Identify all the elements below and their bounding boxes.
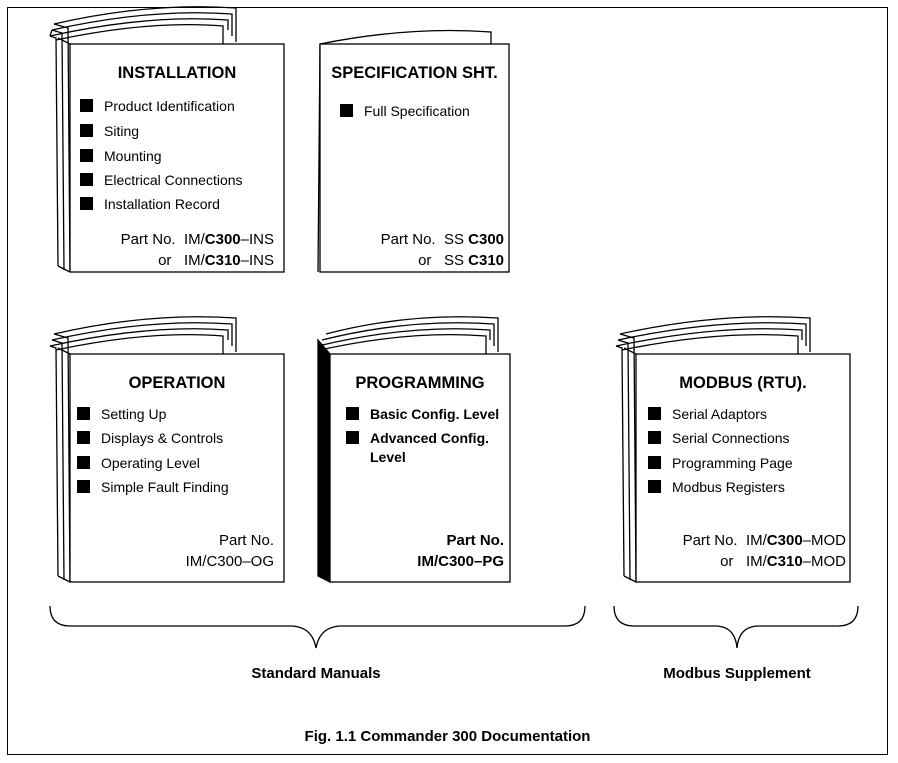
operation-item: Simple Fault Finding [77,479,229,495]
bullet-icon [340,104,353,117]
installation-item: Mounting [80,148,162,164]
operation-item: Operating Level [77,455,200,471]
bullet-icon [648,431,661,444]
operation-part-number: Part No. IM/C300–OG [185,532,274,570]
bullet-icon [648,456,661,469]
bullet-icon [80,149,93,162]
bullet-icon [80,99,93,112]
modbus-item: Serial Adaptors [648,406,767,422]
programming-item-continued: Level [370,449,406,465]
operation-item: Setting Up [77,406,166,422]
specification-book-icon [317,29,510,273]
installation-title: INSTALLATION [117,64,237,82]
programming-title: PROGRAMMING [355,374,485,392]
standard-manuals-brace [49,605,586,649]
installation-item: Product Identification [80,98,235,114]
installation-book-icon [49,6,285,273]
bullet-icon [346,431,359,444]
modbus-book-icon [615,316,851,583]
modbus-supplement-label: Modbus Supplement [663,665,811,682]
modbus-supplement-brace [613,605,859,649]
modbus-item: Serial Connections [648,430,790,446]
bullet-icon [77,480,90,493]
specification-item: Full Specification [340,103,470,119]
programming-part-number: Part No. IM/C300–PG [417,532,504,570]
modbus-part-number: Part No. IM/C300–MOD or IM/C310–MOD [682,532,846,570]
operation-item: Displays & Controls [77,430,223,446]
bullet-icon [346,407,359,420]
bullet-icon [80,124,93,137]
figure-caption: Fig. 1.1 Commander 300 Documentation [304,728,591,745]
modbus-title: MODBUS (RTU). [679,374,807,392]
programming-item: Advanced Config. [346,430,489,446]
specification-part-number: Part No. SS C300 or SS C310 [380,231,504,269]
bullet-icon [648,480,661,493]
bullet-icon [77,456,90,469]
programming-item: Basic Config. Level [346,406,499,422]
bullet-icon [80,173,93,186]
figure-frame [7,7,888,755]
installation-item: Siting [80,123,139,139]
operation-title: OPERATION [128,374,226,392]
installation-item: Installation Record [80,196,220,212]
bullet-icon [80,197,93,210]
operation-book-icon [49,316,285,583]
modbus-item: Modbus Registers [648,479,785,495]
standard-manuals-label: Standard Manuals [251,665,381,682]
specification-title: SPECIFICATION SHT. [331,64,498,82]
installation-part-number: Part No. IM/C300–INS or IM/C310–INS [120,231,274,269]
installation-item: Electrical Connections [80,172,243,188]
bullet-icon [648,407,661,420]
bullet-icon [77,407,90,420]
modbus-item: Programming Page [648,455,793,471]
bullet-icon [77,431,90,444]
programming-book-icon [317,316,511,584]
